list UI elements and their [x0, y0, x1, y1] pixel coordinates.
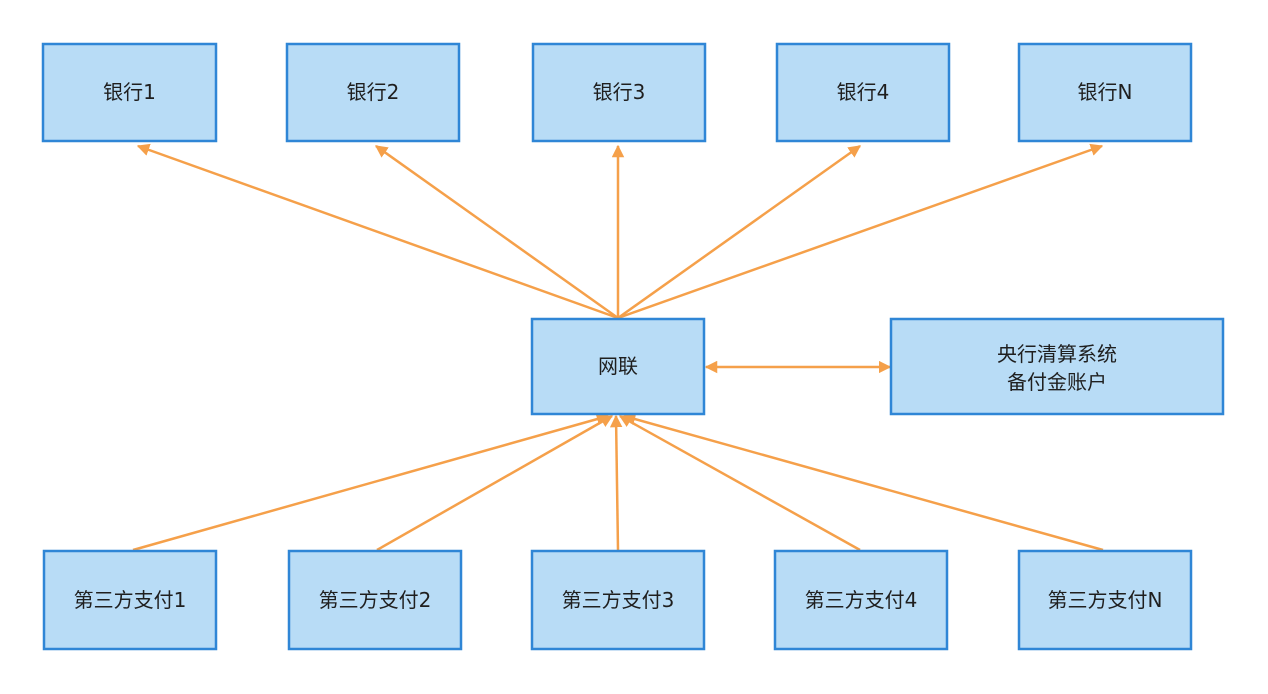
- edge-payment-1-hub: [132, 413, 610, 552]
- bank-node-label: 银行2: [347, 80, 400, 104]
- edge-payment-2-hub: [376, 414, 614, 552]
- bank-node-label: 银行1: [103, 80, 156, 104]
- edge-payment-4-hub: [618, 414, 861, 552]
- payment-node-2[interactable]: 第三方支付2: [287, 549, 463, 651]
- payment-node-label: 第三方支付4: [805, 588, 918, 612]
- central-bank-line-2: 备付金账户: [1007, 370, 1107, 394]
- edge-hub-bank-2: [374, 144, 619, 320]
- edge-hub-bank-4: [617, 144, 862, 320]
- central-bank-node[interactable]: 央行清算系统 备付金账户: [889, 317, 1225, 416]
- payment-node-label: 第三方支付1: [74, 588, 187, 612]
- bank-row: 银行1 银行2 银行3 银行4 银行N: [41, 42, 1193, 143]
- payment-node-4[interactable]: 第三方支付4: [773, 549, 949, 651]
- payment-node-label: 第三方支付N: [1048, 588, 1163, 612]
- edge-hub-bank-1: [136, 143, 619, 320]
- edge-payment-3-hub: [609, 414, 623, 551]
- bank-node-2[interactable]: 银行2: [285, 42, 461, 143]
- bank-node-3[interactable]: 银行3: [531, 42, 707, 143]
- bank-node-n[interactable]: 银行N: [1017, 42, 1193, 143]
- edge-hub-bank-n: [617, 143, 1104, 320]
- hub-node-label: 网联: [598, 354, 638, 378]
- hub-node[interactable]: 网联: [530, 317, 706, 416]
- edges-hub-to-banks: [136, 143, 1104, 320]
- payment-row: 第三方支付1 第三方支付2 第三方支付3 第三方支付4 第三方支付N: [42, 549, 1193, 651]
- edge-payment-n-hub: [622, 413, 1104, 552]
- bank-node-1[interactable]: 银行1: [41, 42, 218, 143]
- payment-node-label: 第三方支付2: [319, 588, 432, 612]
- payment-node-n[interactable]: 第三方支付N: [1017, 549, 1193, 651]
- bank-node-label: 银行4: [837, 80, 890, 104]
- bank-node-4[interactable]: 银行4: [775, 42, 951, 143]
- payment-node-1[interactable]: 第三方支付1: [42, 549, 218, 651]
- payment-node-3[interactable]: 第三方支付3: [530, 549, 706, 651]
- edges-payments-to-hub: [132, 413, 1104, 552]
- bank-node-label: 银行3: [593, 80, 646, 104]
- central-bank-line-1: 央行清算系统: [997, 342, 1117, 366]
- payment-node-label: 第三方支付3: [562, 588, 675, 612]
- bank-node-label: 银行N: [1078, 80, 1133, 104]
